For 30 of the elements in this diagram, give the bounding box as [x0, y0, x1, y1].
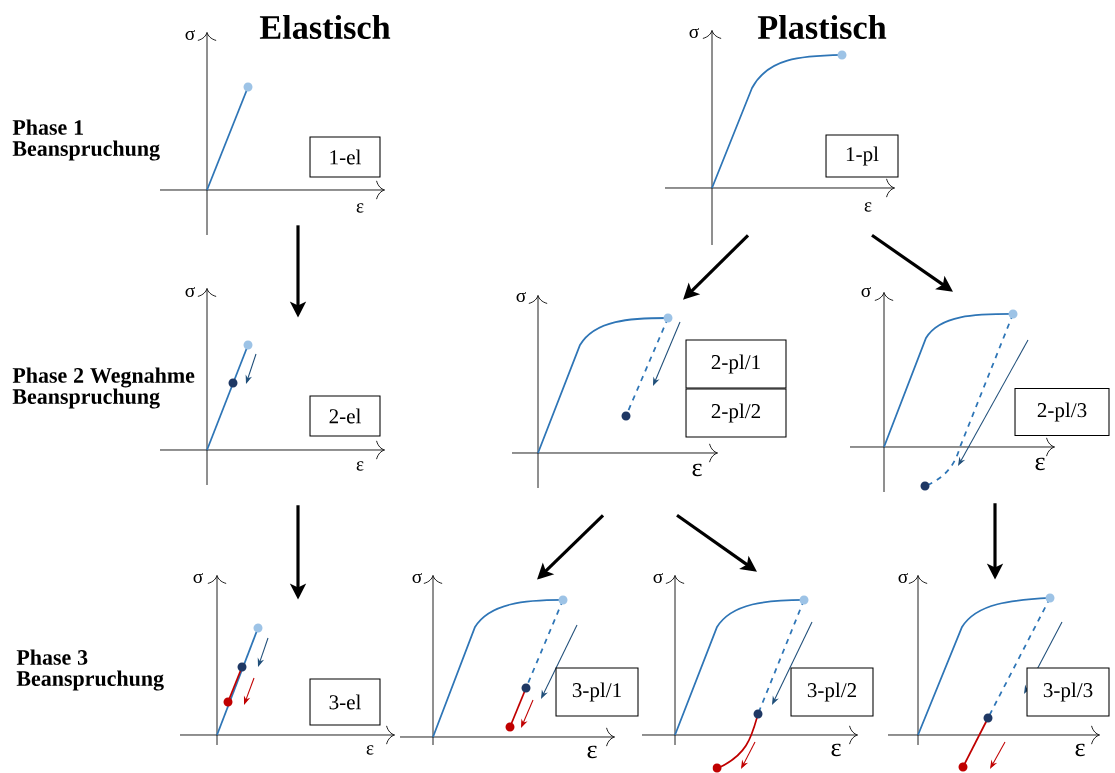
stress-strain-drawing	[641, 575, 858, 773]
column-heading: Plastisch	[757, 14, 887, 40]
axis-label: ε	[692, 463, 702, 477]
column-heading: Elastisch	[259, 14, 391, 40]
axis-label: σ	[898, 572, 908, 584]
axis-label: ε	[356, 461, 364, 471]
label-box: 2-pl/2	[685, 388, 787, 438]
axis-label: ε	[864, 202, 872, 212]
label-box: 3-pl/3	[1026, 667, 1110, 717]
axis-label: σ	[689, 27, 699, 39]
label-box: 3-pl/2	[790, 667, 874, 717]
label-box: 3-pl/1	[555, 667, 639, 717]
axis-label: ε	[356, 203, 364, 213]
axis-label: σ	[412, 572, 422, 584]
stress-strain-drawing	[887, 575, 1100, 772]
axis-label: σ	[185, 286, 195, 298]
stress-strain-drawing	[179, 575, 395, 746]
axis-label: σ	[861, 286, 871, 298]
axis-label: σ	[185, 29, 195, 41]
axis-label: ε	[366, 745, 374, 755]
axis-label: ε	[1035, 457, 1045, 471]
axis-label: σ	[653, 572, 663, 584]
label-box: 2-pl/3	[1014, 387, 1110, 436]
axis-label: σ	[516, 291, 526, 303]
axis-label: ε	[587, 745, 597, 759]
axis-label: σ	[193, 572, 203, 584]
axis-label: ε	[1075, 743, 1085, 757]
phase-label: Phase 2 Wegnahme Beanspruchung	[12, 367, 195, 409]
axis-label: ε	[831, 743, 841, 757]
label-box: 2-pl/1	[685, 339, 787, 389]
